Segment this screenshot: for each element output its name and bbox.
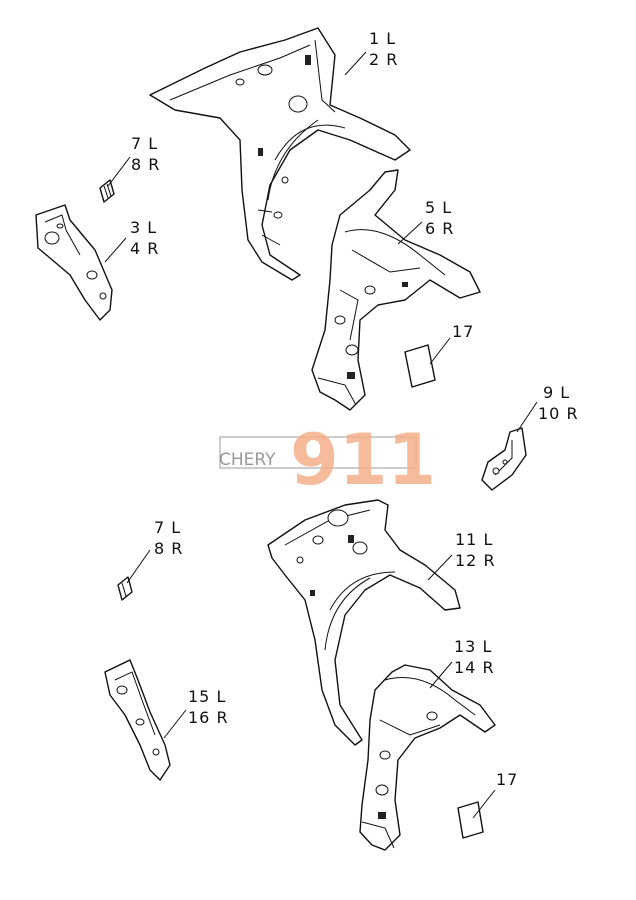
callout-9-10-line1: 9 L	[543, 383, 570, 402]
callout-13-14-line2: 14 R	[454, 658, 495, 677]
callout-3-4-line1: 3 L	[130, 218, 157, 237]
part-wheelhouse-outer-lower	[267, 499, 461, 746]
callout-5-6-line1: 5 L	[425, 198, 452, 217]
callout-9-10-line2: 10 R	[538, 404, 579, 423]
callout-13-14-line1: 13 L	[454, 637, 492, 656]
part-wheelhouse-inner-lower	[359, 664, 496, 851]
leader-7-8-upper	[107, 156, 131, 187]
watermark-frame	[219, 436, 417, 469]
leader-17-lower	[472, 789, 496, 819]
part-pillar-reinforcement-upper	[35, 204, 113, 321]
leader-lines	[104, 51, 538, 819]
callout-15-16-line1: 15 L	[188, 687, 226, 706]
part-patch-upper	[404, 344, 436, 388]
part-pillar-reinforcement-lower	[104, 659, 171, 781]
callout-11-12-line2: 12 R	[455, 551, 496, 570]
callout-1-2-line2: 2 R	[369, 50, 398, 69]
callout-7-8-lower-line2: 8 R	[154, 539, 183, 558]
callout-11-12-line1: 11 L	[455, 530, 493, 549]
part-small-bracket-upper	[99, 179, 115, 203]
watermark-brand: CHERY	[219, 450, 276, 470]
callout-17-upper: 17	[452, 322, 474, 341]
leader-17-upper	[429, 337, 451, 365]
callout-1-2-line1: 1 L	[369, 29, 396, 48]
callout-7-8-upper-line2: 8 R	[131, 155, 160, 174]
callout-15-16-line2: 16 R	[188, 708, 229, 727]
callout-5-6-line2: 6 R	[425, 219, 454, 238]
part-wheelhouse-inner-upper	[311, 169, 481, 411]
leader-9-10	[516, 401, 538, 433]
callout-7-8-upper-line1: 7 L	[131, 134, 158, 153]
leader-15-16	[163, 709, 187, 739]
leader-3-4	[104, 237, 127, 263]
watermark: 911 CHERY	[219, 419, 436, 501]
leader-13-14	[429, 661, 453, 689]
leader-5-6	[397, 221, 423, 245]
callout-labels: 1 L 2 R 7 L 8 R 3 L 4 R 5 L 6 R 17 9 L 1…	[130, 29, 579, 789]
part-small-bracket-lower	[117, 576, 133, 601]
part-gusset	[481, 427, 527, 491]
leader-7-8-lower	[126, 549, 151, 584]
callout-17-lower: 17	[496, 770, 518, 789]
leader-1-2	[344, 51, 367, 76]
callout-3-4-line2: 4 R	[130, 239, 159, 258]
part-wheelhouse-outer-upper	[149, 27, 411, 281]
callout-7-8-lower-line1: 7 L	[154, 518, 181, 537]
leader-11-12	[427, 554, 453, 581]
part-patch-lower	[457, 801, 484, 839]
watermark-number: 911	[290, 419, 436, 501]
